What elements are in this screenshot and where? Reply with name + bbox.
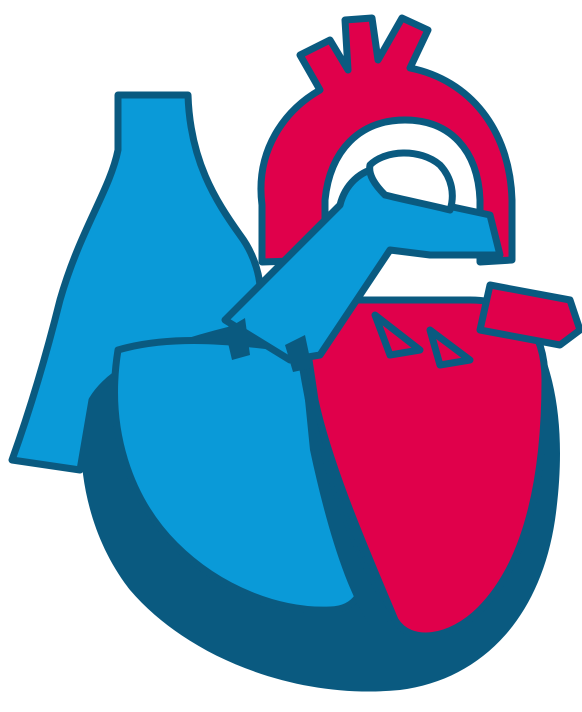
pulmonary-vein-right: [480, 285, 580, 345]
